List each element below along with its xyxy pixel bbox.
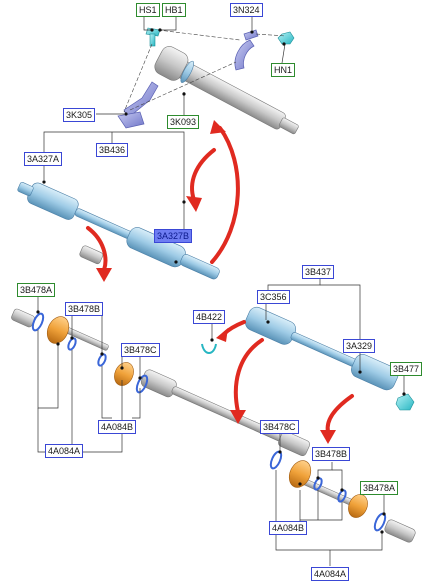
label-4a084b-right[interactable]: 4A084B	[269, 521, 308, 535]
arrowheads	[96, 120, 336, 444]
label-3a327a[interactable]: 3A327A	[24, 152, 63, 166]
left-outer-boot	[46, 316, 70, 344]
label-4a084a-right[interactable]: 4A084A	[311, 567, 350, 581]
clip-icon	[201, 343, 217, 354]
label-3b478a-left[interactable]: 3B478A	[17, 283, 56, 297]
label-3n324[interactable]: 3N324	[230, 3, 263, 17]
label-3c356[interactable]: 3C356	[257, 290, 290, 304]
nut-icon	[277, 31, 295, 45]
label-3a327b[interactable]: 3A327B	[154, 229, 193, 243]
label-3b478b-right[interactable]: 3B478B	[312, 447, 351, 461]
right-drive-shaft	[245, 306, 399, 391]
label-3b478a-right[interactable]: 3B478A	[360, 481, 399, 495]
label-4a084b-left[interactable]: 4A084B	[98, 420, 137, 434]
label-3b477[interactable]: 3B477	[390, 362, 423, 376]
lower-shaft	[79, 245, 310, 456]
intermediate-shaft	[154, 46, 299, 135]
label-hn1[interactable]: HN1	[271, 63, 296, 77]
label-3a329[interactable]: 3A329	[343, 339, 376, 353]
label-3b436[interactable]: 3B436	[96, 143, 129, 157]
right-inner-boot	[288, 460, 312, 488]
label-3b478b-left[interactable]: 3B478B	[65, 302, 104, 316]
bearing-cap	[234, 29, 259, 71]
label-4b422[interactable]: 4B422	[193, 310, 226, 324]
label-3b478c-right[interactable]: 3B478C	[260, 420, 299, 434]
label-3k305[interactable]: 3K305	[63, 108, 96, 122]
label-hb1[interactable]: HB1	[162, 3, 186, 17]
curved-arrow-icon	[86, 126, 354, 434]
boot-clamp-rings	[31, 312, 387, 532]
left-inner-boot	[114, 362, 134, 386]
label-3b437[interactable]: 3B437	[302, 265, 335, 279]
label-4a084a-left[interactable]: 4A084A	[45, 444, 84, 458]
left-stub-shaft	[11, 308, 109, 351]
label-3b478c-left[interactable]: 3B478C	[121, 343, 160, 357]
hub-nut-icon	[395, 393, 415, 411]
alignment-lines-top	[123, 29, 287, 113]
support-bracket	[117, 81, 159, 129]
label-3k093[interactable]: 3K093	[167, 115, 200, 129]
label-hs1[interactable]: HS1	[136, 3, 160, 17]
leader-dots	[36, 28, 406, 534]
right-outer-boot	[348, 494, 368, 518]
left-drive-shaft	[17, 181, 220, 280]
